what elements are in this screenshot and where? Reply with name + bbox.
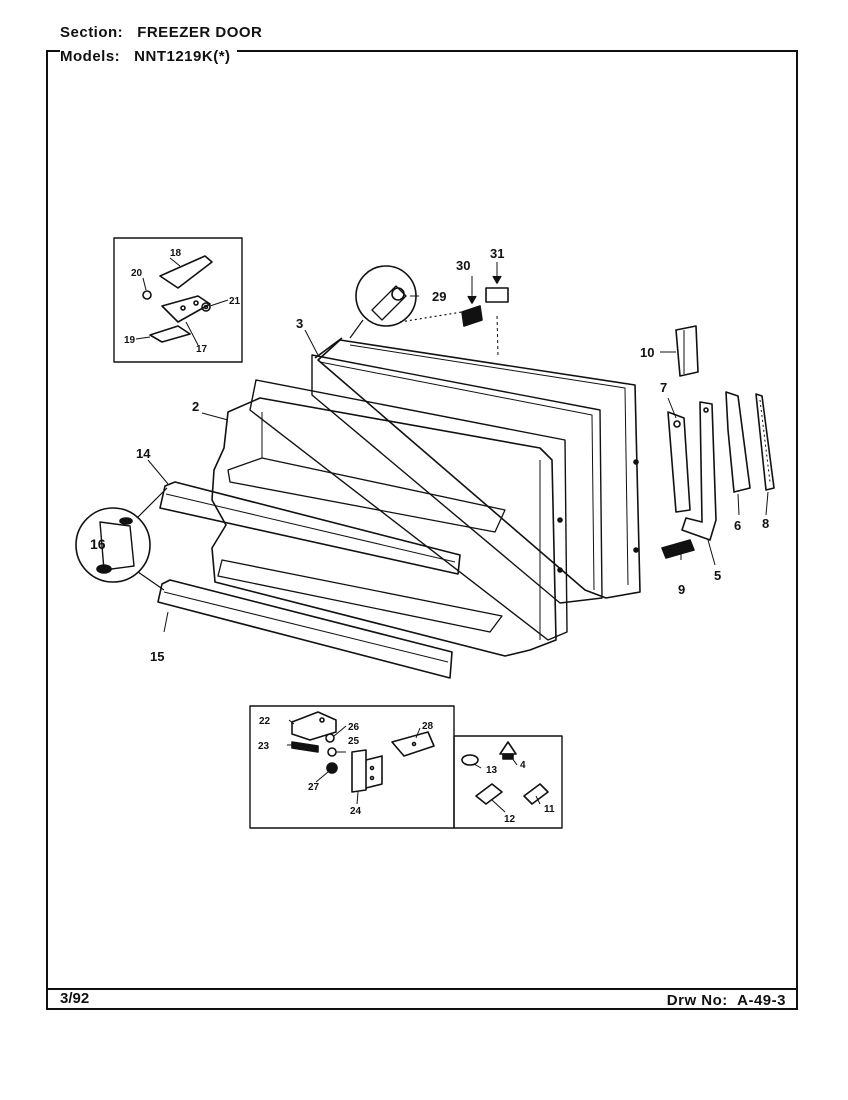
- callout-23: 23: [258, 741, 270, 752]
- liner-shelf-upper: [227, 457, 506, 533]
- callout-28: 28: [422, 721, 434, 732]
- part-5-hinge: [681, 401, 717, 541]
- part-30-bracket: [461, 305, 483, 327]
- callout-24: 24: [350, 806, 362, 817]
- callout-22: 22: [259, 716, 271, 727]
- part-9-shim: [661, 539, 695, 559]
- callout-7: 7: [660, 380, 667, 395]
- callout-17: 17: [196, 344, 208, 355]
- callout-8: 8: [762, 516, 769, 531]
- part-20-screw: [142, 290, 152, 300]
- callout-18: 18: [170, 248, 182, 259]
- liner-shelf-lower: [217, 559, 503, 633]
- callout-3: 3: [296, 316, 303, 331]
- part-24-hinge-pin-plate: [351, 749, 367, 793]
- callout-19: 19: [124, 335, 136, 346]
- part-22-hinge-plate: [291, 711, 337, 741]
- part-17-trim-plate: [161, 295, 211, 323]
- revision-date: 3/92: [60, 990, 90, 1007]
- drawing-number-value: A-49-3: [737, 992, 786, 1009]
- callout-15: 15: [150, 649, 164, 664]
- part-23-shim: [291, 741, 319, 753]
- callout-30: 30: [456, 258, 470, 273]
- callout-21: 21: [229, 296, 241, 307]
- part-14-door-shelf: [159, 481, 461, 575]
- callout-25: 25: [348, 736, 360, 747]
- part-26-bushing: [325, 733, 335, 743]
- part-31-label: [485, 287, 509, 303]
- door-frame: [249, 379, 568, 641]
- section-heading: Section: FREEZER DOOR: [60, 24, 262, 41]
- callout-13: 13: [486, 765, 498, 776]
- callout-14: 14: [136, 446, 151, 461]
- callout-11: 11: [544, 804, 555, 815]
- inset-box-handle-trim: [113, 237, 243, 363]
- part-4-stop-pin: [499, 741, 517, 755]
- part-3-outer-door: [317, 339, 641, 599]
- part-15-door-shelf: [157, 579, 453, 679]
- section-label: Section:: [60, 24, 124, 41]
- part-28-hinge-bracket: [391, 731, 435, 757]
- callout-9: 9: [678, 582, 685, 597]
- callout-5: 5: [714, 568, 721, 583]
- part-27-screw: [326, 762, 338, 774]
- callout-29: 29: [432, 289, 446, 304]
- part-21-screw: [201, 302, 211, 312]
- part-11-door-stop: [523, 783, 549, 805]
- diagram-frame: [46, 50, 798, 1010]
- callout-4: 4: [520, 760, 526, 771]
- door-gasket: [311, 354, 603, 604]
- callout-2: 2: [192, 399, 199, 414]
- callout-16: 16: [90, 536, 106, 552]
- callout-26: 26: [348, 722, 360, 733]
- part-18-handle-trim-cap: [159, 255, 213, 289]
- part-7-door-handle: [667, 411, 691, 513]
- inset-box-door-stops: [453, 735, 563, 829]
- part-25-washer: [327, 747, 337, 757]
- part-13-plug: [461, 754, 479, 766]
- callout-27: 27: [308, 782, 320, 793]
- part-16-detail-circle: [75, 507, 151, 583]
- callout-12: 12: [504, 814, 516, 825]
- models-heading: Models: NNT1219K(*): [60, 48, 237, 65]
- part-12-door-stop: [475, 783, 503, 805]
- callout-31: 31: [490, 246, 504, 261]
- callout-20: 20: [131, 268, 143, 279]
- callout-6: 6: [734, 518, 741, 533]
- models-label: Models:: [60, 48, 121, 65]
- drawing-label: Drw No:: [666, 992, 728, 1009]
- drawing-number: Drw No: A-49-3: [667, 992, 786, 1009]
- part-2-inner-liner: [211, 397, 557, 657]
- callout-10: 10: [640, 345, 654, 360]
- footer-rule: [46, 988, 798, 990]
- part-10-hinge-cover: [675, 325, 699, 377]
- part-6-handle-insert: [725, 391, 751, 493]
- models-value: NNT1219K(*): [134, 48, 231, 65]
- section-value: FREEZER DOOR: [137, 24, 263, 41]
- part-19-trim-base: [149, 325, 191, 343]
- part-8-handle-trim: [755, 393, 775, 491]
